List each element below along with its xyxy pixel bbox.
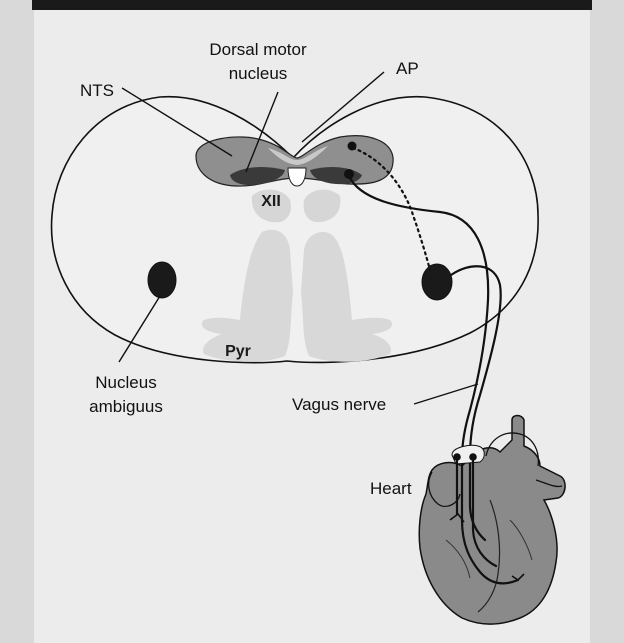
label-dorsal-motor-line1: Dorsal motor <box>209 40 307 59</box>
dorsal-motor-neuron-dot <box>344 169 354 179</box>
label-pyr: Pyr <box>225 343 251 360</box>
leader-ap <box>301 71 385 143</box>
pyramid-tract-left <box>201 229 293 362</box>
heart-surface-vessel <box>445 519 533 579</box>
label-nucleus-ambiguus-line2: ambiguus <box>89 397 163 416</box>
leader-nts <box>121 87 233 157</box>
central-canal <box>287 167 307 187</box>
nts-to-ambiguus-dotted <box>351 146 432 272</box>
dorsal-motor-nucleus-left <box>230 167 285 185</box>
ganglion-cluster <box>451 444 485 465</box>
nts-neuron-dot <box>347 141 357 151</box>
nucleus-ambiguus-right <box>421 263 453 301</box>
leader-dorsal-motor <box>245 91 279 173</box>
nucleus-ambiguus-left <box>147 261 177 299</box>
heart-body <box>418 414 566 625</box>
ganglion-dot-left <box>453 453 461 461</box>
heart-aorta <box>485 432 540 467</box>
fiber-ending-left <box>449 512 465 523</box>
heart-illustration <box>418 414 566 625</box>
area-postrema-highlight <box>268 146 328 165</box>
label-vagus-nerve: Vagus nerve <box>292 395 386 414</box>
leader-vagus <box>413 383 479 405</box>
pyramid-tract-right <box>301 232 393 362</box>
postganglionic-fibers <box>455 459 498 568</box>
hypoglossal-nucleus-right <box>303 189 341 223</box>
label-xii: XII <box>261 193 281 210</box>
label-nucleus-ambiguus-line1: Nucleus <box>95 373 156 392</box>
vagal-efferent-ambiguus <box>449 265 502 542</box>
ganglion-dot-right <box>469 453 477 461</box>
leader-ambiguus <box>118 295 161 363</box>
label-nts: NTS <box>80 81 114 100</box>
vagal-efferent-dorsal-motor <box>347 174 520 585</box>
label-dorsal-motor-line2: nucleus <box>229 64 288 83</box>
label-ap: AP <box>396 59 419 78</box>
label-heart: Heart <box>370 479 412 498</box>
heart-vessel-branch <box>535 479 563 488</box>
fiber-ending-right <box>511 573 525 582</box>
heart-ventricle-septum <box>477 499 501 613</box>
hypoglossal-nucleus-left <box>251 189 291 223</box>
cardiac-ganglia <box>449 444 525 582</box>
top-frame-bar <box>32 0 592 10</box>
